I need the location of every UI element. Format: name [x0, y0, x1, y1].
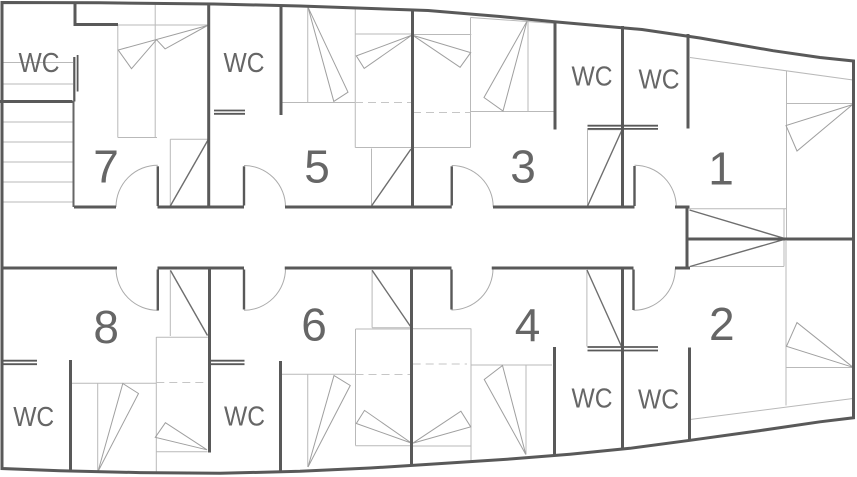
svg-text:2: 2 [709, 298, 735, 350]
svg-text:7: 7 [93, 141, 119, 193]
svg-text:WC: WC [638, 384, 679, 415]
svg-text:1: 1 [708, 143, 734, 195]
svg-text:WC: WC [572, 61, 613, 92]
svg-text:4: 4 [515, 299, 541, 351]
svg-text:6: 6 [301, 299, 327, 351]
svg-text:WC: WC [224, 401, 265, 432]
svg-text:WC: WC [13, 401, 54, 432]
svg-text:WC: WC [19, 47, 60, 78]
svg-text:WC: WC [639, 64, 680, 95]
svg-text:WC: WC [572, 383, 613, 414]
svg-text:8: 8 [93, 301, 119, 353]
svg-text:3: 3 [510, 141, 536, 193]
svg-text:WC: WC [224, 47, 265, 78]
svg-text:5: 5 [304, 141, 330, 193]
